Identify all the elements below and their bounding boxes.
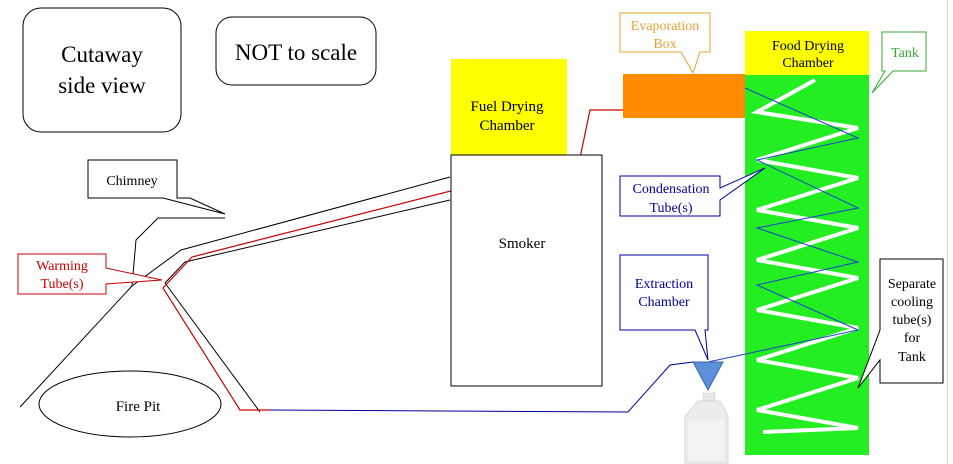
- food-drying-text-line1: Food Drying: [772, 39, 844, 54]
- cooling-tube-callout: Separate cooling tube(s) for Tank: [857, 258, 944, 389]
- warming-tube-callout: Warming Tube(s): [17, 253, 163, 295]
- cutaway-text-line1: Cutaway: [61, 42, 143, 67]
- condensation-text-line1: Condensation: [633, 182, 710, 197]
- cooling-text-line5: Tank: [898, 350, 926, 365]
- warming-text-line2: Tube(s): [40, 277, 83, 292]
- cooling-text-line1: Separate: [888, 277, 936, 292]
- fire-pit: Fire Pit: [38, 370, 222, 438]
- food-drying-text-line2: Chamber: [782, 56, 834, 71]
- cooling-text-line4: for: [904, 331, 921, 346]
- chimney-lines: [19, 176, 451, 413]
- warming-return-line: [269, 361, 694, 413]
- tank: [745, 75, 869, 455]
- cooling-text-line2: cooling: [891, 295, 933, 310]
- tank-text: Tank: [891, 46, 919, 61]
- not-to-scale-text: NOT to scale: [235, 40, 357, 65]
- condensation-text-line2: Tube(s): [649, 201, 692, 216]
- cooling-text-line3: tube(s): [893, 313, 932, 328]
- collection-jug: [684, 392, 729, 464]
- not-to-scale-box: NOT to scale: [215, 16, 377, 86]
- extraction-funnel: [692, 361, 724, 392]
- extraction-callout: Extraction Chamber: [619, 254, 709, 361]
- cooling-tube-coil: [750, 78, 859, 434]
- food-drying-chamber: Food Drying Chamber: [745, 31, 869, 75]
- fuel-drying-text-line2: Chamber: [480, 118, 535, 134]
- extraction-text-line1: Extraction: [635, 277, 693, 292]
- cutaway-text-line2: side view: [58, 73, 146, 98]
- chimney-text: Chimney: [106, 174, 157, 189]
- evaporation-callout: Evaporation Box: [619, 12, 711, 75]
- extraction-text-line2: Chamber: [638, 295, 690, 310]
- chimney-callout: Chimney: [87, 159, 226, 215]
- warming-text-line1: Warming: [36, 259, 88, 274]
- fuel-drying-chamber: Fuel Drying Chamber: [451, 59, 567, 155]
- fire-pit-text: Fire Pit: [116, 399, 161, 415]
- condensation-tube-line: [707, 87, 860, 363]
- condensation-callout: Condensation Tube(s): [619, 167, 766, 217]
- page-edge-divider: [947, 0, 948, 464]
- evaporation-text-line2: Box: [653, 37, 676, 52]
- smoker-text: Smoker: [499, 236, 546, 252]
- evaporation-box: [623, 74, 745, 118]
- evaporation-text-line1: Evaporation: [631, 19, 699, 34]
- warming-tube-line: [162, 109, 623, 411]
- cutaway-label-box: Cutaway side view: [22, 7, 182, 133]
- fuel-drying-text-line1: Fuel Drying: [471, 99, 544, 115]
- tank-callout: Tank: [871, 31, 927, 94]
- smoker: Smoker: [450, 154, 603, 387]
